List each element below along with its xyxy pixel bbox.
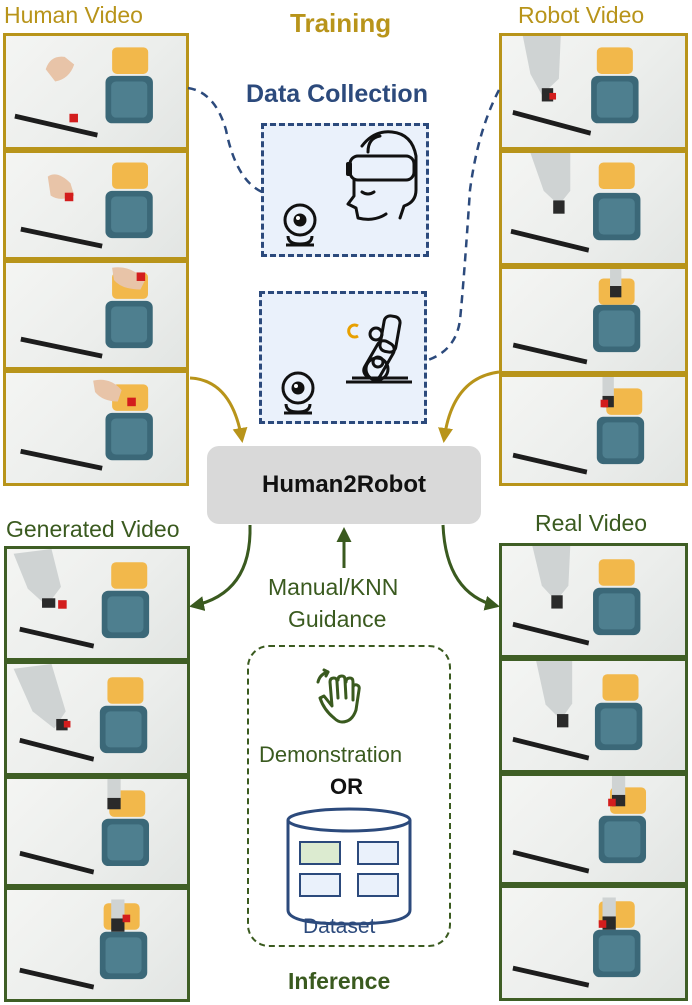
- guidance-line-1: Manual/KNN: [268, 574, 399, 600]
- human-video-frame-4: [3, 370, 189, 486]
- frame-scene: [510, 153, 641, 253]
- robot-to-capture-link: [427, 89, 501, 362]
- model-label: Human2Robot: [262, 471, 426, 498]
- human-video-label: Human Video: [4, 2, 143, 28]
- frame-scene: [512, 36, 639, 136]
- webcam-icon: [281, 371, 315, 415]
- real-video-frame-1: [499, 543, 688, 658]
- or-label: OR: [330, 774, 363, 799]
- robot-video-label: Robot Video: [518, 2, 645, 28]
- robot-video-frame-3: [499, 266, 688, 374]
- frame-scene: [19, 899, 148, 990]
- guidance-line-2: Guidance: [288, 606, 387, 632]
- data-collection-title: Data Collection: [246, 80, 428, 108]
- generated-video-label: Generated Video: [6, 516, 180, 542]
- model-to-generated-arrow: [189, 524, 252, 611]
- model-to-real-arrow: [441, 524, 500, 611]
- human-to-model-arrow: [189, 376, 248, 443]
- dataset-label: Dataset: [303, 915, 376, 938]
- frame-scene: [512, 897, 641, 988]
- vr-headset-icon: [346, 130, 418, 221]
- demonstration-label: Demonstration: [259, 742, 403, 767]
- frame-scene: [512, 269, 641, 365]
- training-title: Training: [290, 8, 392, 38]
- frame-scene: [512, 776, 647, 874]
- frame-scene: [512, 546, 641, 646]
- frame-scene: [20, 379, 153, 471]
- robot-arm-icon: [346, 314, 412, 384]
- hand-wave-icon: [316, 668, 361, 724]
- frame-scene: [512, 661, 643, 761]
- frame-scene: [13, 549, 150, 649]
- human-capture-box: [261, 123, 429, 257]
- database-icon: [286, 807, 412, 926]
- inference-guidance-box: [247, 645, 451, 947]
- generated-video-frame-1: [4, 546, 190, 661]
- generated-video-frame-2: [4, 661, 190, 776]
- frame-scene: [13, 664, 148, 762]
- inference-title: Inference: [288, 968, 391, 994]
- frame-scene: [19, 779, 150, 875]
- human-video-frame-3: [3, 260, 189, 370]
- human-video-frame-1: [3, 33, 189, 150]
- webcam-icon: [283, 203, 317, 247]
- real-video-label: Real Video: [535, 510, 648, 536]
- human-video-frame-2: [3, 150, 189, 260]
- human2robot-model-box: Human2Robot: [207, 446, 481, 524]
- robot-to-model-arrow: [438, 370, 500, 443]
- frame-scene: [20, 267, 153, 359]
- real-video-frame-3: [499, 773, 688, 885]
- robot-video-frame-2: [499, 150, 688, 266]
- frame-scene: [20, 162, 153, 249]
- real-video-frame-2: [499, 658, 688, 773]
- frame-scene: [14, 47, 153, 138]
- robot-video-frame-4: [499, 374, 688, 486]
- robot-capture-box: [259, 291, 427, 424]
- real-video-frame-4: [499, 885, 688, 1001]
- robot-video-frame-1: [499, 33, 688, 150]
- generated-video-frame-4: [4, 887, 190, 1002]
- frame-scene: [512, 377, 645, 475]
- generated-video-frame-3: [4, 776, 190, 887]
